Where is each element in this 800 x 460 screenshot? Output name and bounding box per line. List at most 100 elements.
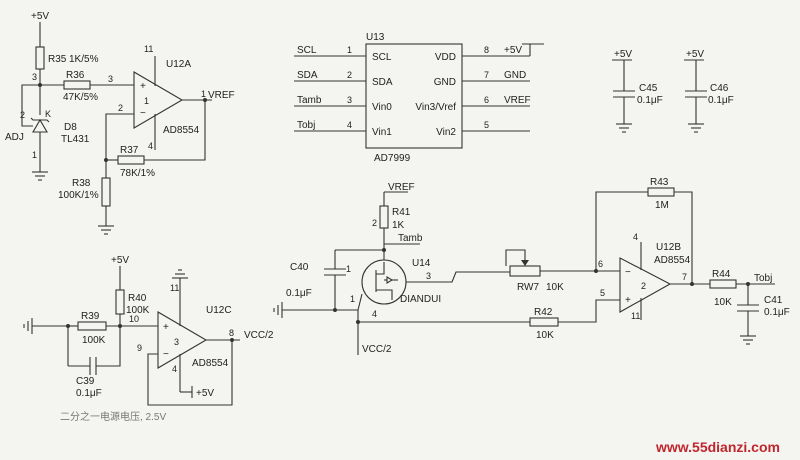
ground-symbol <box>616 123 632 133</box>
wire <box>674 191 693 284</box>
supply-label: +5V <box>31 11 49 22</box>
ground-symbol <box>740 335 756 345</box>
d8-ref: D8 <box>64 122 77 133</box>
ground-symbol <box>688 123 704 133</box>
opamp-u12a <box>133 71 184 129</box>
thermopile-arrow <box>386 276 394 284</box>
wire <box>21 84 40 127</box>
u12a-pin2: 2 <box>118 103 123 113</box>
u12a-pin4: 4 <box>148 141 153 151</box>
r39-value: 100K <box>82 335 106 346</box>
vcc2-label: VCC/2 <box>362 344 392 355</box>
opamp-u12c <box>157 311 208 369</box>
u12b-ref: U12B <box>656 242 681 253</box>
u12c-part: AD8554 <box>192 358 229 369</box>
r36-ref: R36 <box>66 70 85 81</box>
u13-pin-name: SCL <box>372 52 392 63</box>
resistor-r40 <box>115 289 125 315</box>
r42-value: 10K <box>536 330 554 341</box>
r37-value: 78K/1% <box>120 168 155 179</box>
u12b-pin2: 2 <box>641 281 646 291</box>
u14-pin4: 4 <box>372 309 377 319</box>
u14-pin2: 2 <box>372 218 377 228</box>
vcc2-out-label: VCC/2 <box>244 330 274 341</box>
d8-pin3: 3 <box>32 72 37 82</box>
tl431-triangle <box>32 118 48 133</box>
decoupling-c46: +5V C46 0.1μF <box>684 49 734 133</box>
c41-value: 0.1μF <box>764 307 790 318</box>
u13-pin-name: GND <box>434 77 456 88</box>
u12a-pin3: 3 <box>108 74 113 84</box>
tl431-bar <box>30 117 50 123</box>
tamb-label: Tamb <box>398 233 423 244</box>
caption-note: 二分之一电源电压, 2.5V <box>60 410 166 423</box>
u13-net-label: GND <box>504 70 526 81</box>
u12b-pin6: 6 <box>598 259 603 269</box>
resistor-r37 <box>117 155 145 165</box>
c46-supply: +5V <box>686 49 704 60</box>
resistor-r44 <box>709 279 737 289</box>
adj-label: ADJ <box>5 132 24 143</box>
ground-symbol <box>98 225 114 235</box>
u13-net-label: SDA <box>297 70 318 81</box>
r44-value: 10K <box>714 297 732 308</box>
r40-supply: +5V <box>111 255 129 266</box>
u14-ref: U14 <box>412 258 431 269</box>
ground-symbol <box>23 318 33 334</box>
u12a-pin11: 11 <box>144 44 153 54</box>
c46-ref: C46 <box>710 83 729 94</box>
r38-ref: R38 <box>72 178 91 189</box>
u12c-pin10: 10 <box>129 314 139 324</box>
ground-symbol <box>32 171 48 181</box>
d8-pin1: 1 <box>32 150 37 160</box>
u13-pin-number: 2 <box>347 70 352 80</box>
thermopile-lead <box>376 289 393 300</box>
u12b-plus: + <box>625 295 631 306</box>
r35-ref: R35 <box>48 54 67 65</box>
u12b-part: AD8554 <box>654 255 691 266</box>
ground-symbol <box>172 269 188 279</box>
c45-ref: C45 <box>639 83 658 94</box>
rw7-ref: RW7 <box>517 282 539 293</box>
u13-pin-number: 5 <box>484 120 489 130</box>
u12a-out-pin: 1 <box>201 89 206 99</box>
u13-pin-number: 6 <box>484 95 489 105</box>
u12b-minus: − <box>625 267 631 278</box>
c39-ref: C39 <box>76 376 95 387</box>
r41-ref: R41 <box>392 207 411 218</box>
c46-value: 0.1μF <box>708 95 734 106</box>
u13-net-label: VREF <box>504 95 531 106</box>
u13-pin-name: SDA <box>372 77 393 88</box>
u13-pin-number: 4 <box>347 120 352 130</box>
u13-net-label: SCL <box>297 45 317 56</box>
d8-part: TL431 <box>61 134 90 145</box>
u13-part: AD7999 <box>374 153 411 164</box>
resistor-r39 <box>77 321 107 331</box>
u12c-plus: + <box>163 322 169 333</box>
c40-ref: C40 <box>290 262 309 273</box>
c40-value: 0.1μF <box>286 288 312 299</box>
resistor-r35 <box>35 46 45 70</box>
u12b-pin5: 5 <box>600 288 605 298</box>
c41-ref: C41 <box>764 295 783 306</box>
u13-pin-name: Vin1 <box>372 127 392 138</box>
u13-pin-name: Vin3/Vref <box>415 102 456 113</box>
r43-ref: R43 <box>650 177 669 188</box>
thermopile-lead <box>376 262 385 275</box>
wire <box>558 299 620 323</box>
u12a-minus: − <box>140 108 146 119</box>
r36-value: 47K/5% <box>63 92 98 103</box>
u12c-pin11: 11 <box>170 283 179 293</box>
r41-value: 1K <box>392 220 405 231</box>
u13-net-label: Tamb <box>297 95 322 106</box>
u12a-part: AD8554 <box>163 125 200 136</box>
rw7-value: 10K <box>546 282 564 293</box>
u12a-pin1: 1 <box>144 96 149 106</box>
wire <box>96 326 121 367</box>
resistor-r41 <box>379 205 389 229</box>
d8-k: K <box>45 109 51 119</box>
u12c-pin3: 3 <box>174 337 179 347</box>
resistor-r43 <box>647 187 675 197</box>
